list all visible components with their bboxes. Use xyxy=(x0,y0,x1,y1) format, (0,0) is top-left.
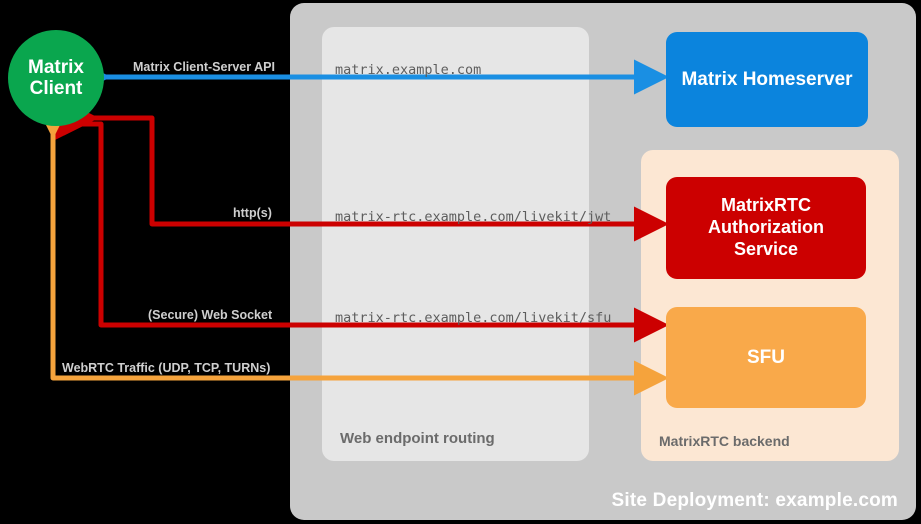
auth-service-label-line2: Authorization xyxy=(708,217,824,238)
matrix-client-label-line1: Matrix xyxy=(28,56,84,78)
endpoint-livekit-jwt: matrix-rtc.example.com/livekit/jwt xyxy=(335,209,612,225)
auth-service-label-line1: MatrixRTC xyxy=(720,195,811,216)
label-http-s: http(s) xyxy=(233,206,272,220)
endpoint-matrix-example-com: matrix.example.com xyxy=(335,62,482,78)
node-sfu[interactable]: SFU xyxy=(666,307,866,408)
matrix-homeserver-label: Matrix Homeserver xyxy=(681,68,853,90)
node-matrix-homeserver[interactable]: Matrix Homeserver xyxy=(666,32,868,127)
container-web-endpoint-routing: Web endpoint routing xyxy=(322,27,589,461)
matrixrtc-backend-label: MatrixRTC backend xyxy=(659,433,790,449)
label-webrtc-traffic: WebRTC Traffic (UDP, TCP, TURNs) xyxy=(62,361,271,375)
label-client-server-api: Matrix Client-Server API xyxy=(133,60,275,74)
node-matrixrtc-authorization-service[interactable]: MatrixRTC Authorization Service xyxy=(666,177,866,279)
auth-service-label-line3: Service xyxy=(733,238,799,259)
sfu-label: SFU xyxy=(747,346,785,368)
matrix-client-label-line2: Client xyxy=(29,78,83,99)
site-deployment-label: Site Deployment: example.com xyxy=(611,490,898,511)
label-secure-web-socket: (Secure) Web Socket xyxy=(148,308,273,322)
node-matrix-client[interactable]: Matrix Client xyxy=(8,30,104,126)
endpoint-livekit-sfu: matrix-rtc.example.com/livekit/sfu xyxy=(335,310,612,326)
web-endpoint-routing-label: Web endpoint routing xyxy=(340,430,495,447)
